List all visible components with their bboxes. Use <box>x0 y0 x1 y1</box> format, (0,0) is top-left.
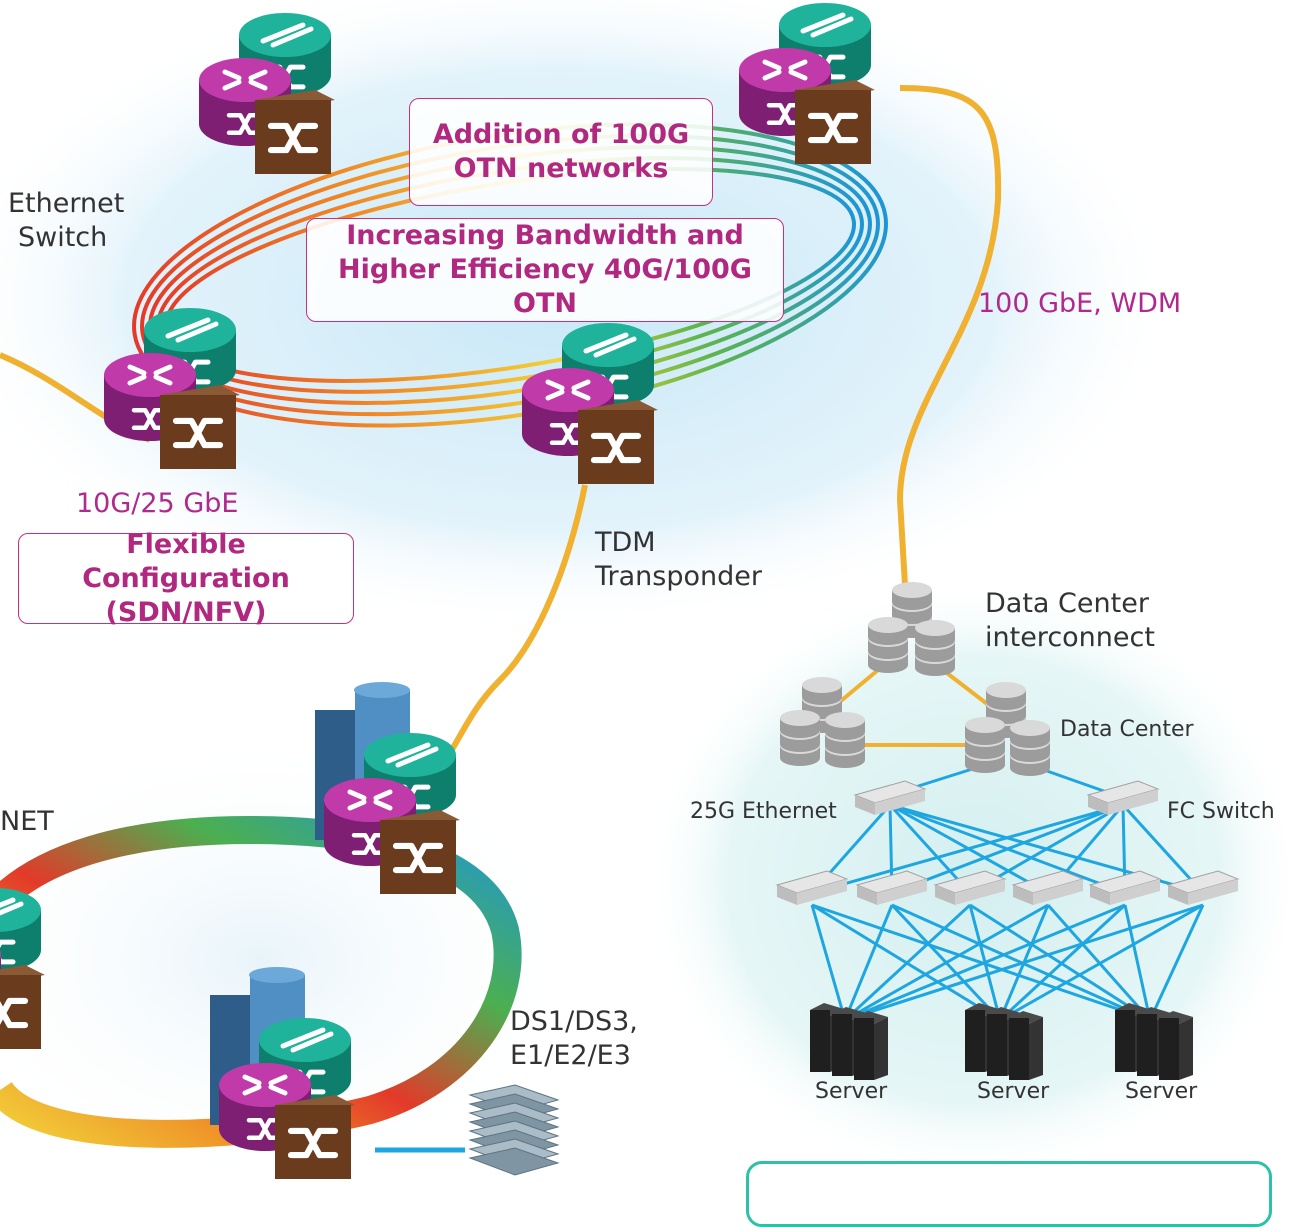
database-icon <box>825 712 865 768</box>
network-switch-icon <box>1166 870 1240 905</box>
server-label: Server <box>815 1079 888 1104</box>
data-center-label: Data Center <box>1060 717 1194 742</box>
network-switch-icon <box>855 870 929 905</box>
database-icon <box>915 620 955 676</box>
server-icon <box>1115 1003 1193 1080</box>
server-label: Server <box>977 1079 1050 1104</box>
database-icon <box>868 617 908 673</box>
ethernet-switch-icon <box>0 888 41 972</box>
cross-connect-icon <box>578 400 658 484</box>
database-icon <box>780 710 820 766</box>
network-diagram <box>0 0 1290 1189</box>
bandwidth-top-label: 100 GbE, WDM <box>978 288 1182 319</box>
network-switch-icon <box>853 780 927 815</box>
cross-connect-icon <box>160 385 240 469</box>
mux-icon <box>468 1084 560 1176</box>
dci-label: Data Center interconnect <box>985 588 1155 653</box>
server-icon <box>965 1003 1043 1080</box>
tdm-label: TDM Transponder <box>595 527 762 592</box>
callout-100g-otn: Addition of 100G OTN networks <box>409 98 713 206</box>
network-switch-icon <box>1011 870 1085 905</box>
network-switch-icon <box>933 870 1007 905</box>
network-switch-icon <box>775 870 849 905</box>
bandwidth-left-label: 10G/25 GbE <box>76 488 239 519</box>
sonet-ring <box>0 815 522 1148</box>
ethernet-switch-icon <box>364 733 456 817</box>
bottom-panel <box>746 1161 1272 1227</box>
link-100gbe <box>896 85 1002 586</box>
link-tdm <box>442 484 588 762</box>
ethernet-switch-icon <box>259 1018 351 1102</box>
cross-connect-icon <box>255 90 335 174</box>
callout-bandwidth: Increasing Bandwidth and Higher Efficien… <box>306 218 784 322</box>
cross-connect-icon <box>380 810 460 894</box>
ds-label: DS1/DS3, E1/E2/E3 <box>510 1006 638 1071</box>
database-icon <box>1010 720 1050 776</box>
network-switch-icon <box>1088 870 1162 905</box>
cross-connect-icon <box>0 965 45 1049</box>
sonet-label: NET <box>0 806 54 837</box>
server-icon <box>810 1003 888 1080</box>
database-icon <box>965 717 1005 773</box>
ethernet-25g-label: 25G Ethernet <box>690 799 837 824</box>
callout-flexible: Flexible Configuration (SDN/NFV) <box>18 529 354 628</box>
cross-connect-icon <box>275 1095 355 1179</box>
cross-connect-icon <box>795 80 875 164</box>
fc-switch-label: FC Switch <box>1167 799 1275 824</box>
ethernet-switch-label: Ethernet Switch <box>8 188 125 253</box>
server-label: Server <box>1125 1079 1198 1104</box>
network-switch-icon <box>1086 780 1160 815</box>
